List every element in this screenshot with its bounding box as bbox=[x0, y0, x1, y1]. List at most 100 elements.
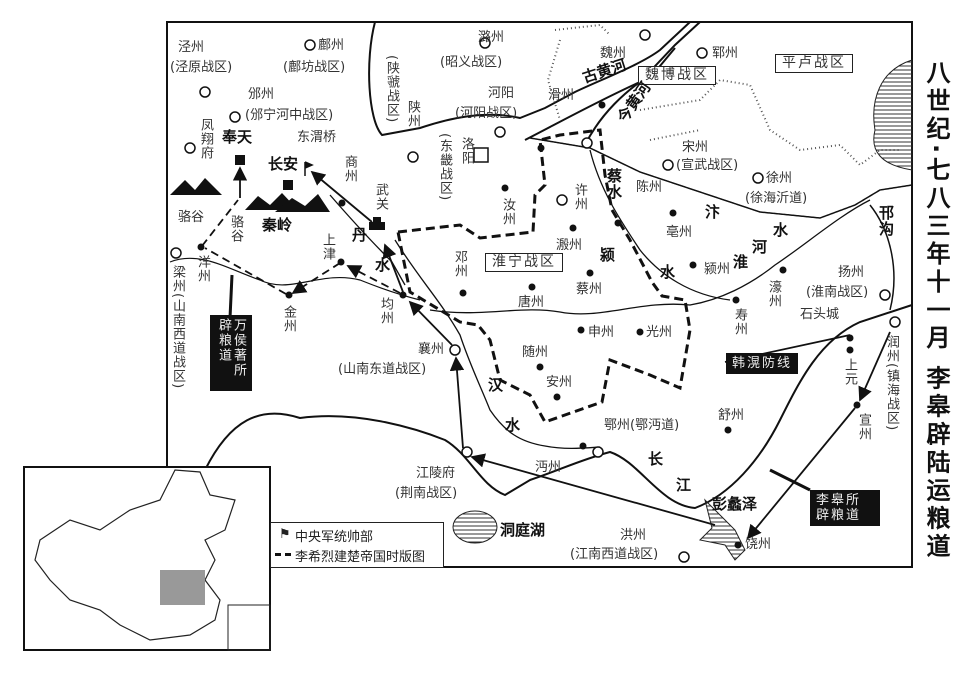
callout-wanhou-route: 万侯著所辟粮道 bbox=[210, 315, 252, 391]
region-box-weibo: 魏博战区 bbox=[638, 66, 716, 85]
label: 邓州 bbox=[452, 250, 467, 278]
label: 扬州 bbox=[838, 265, 865, 280]
huaining-territory-border bbox=[396, 128, 692, 424]
region-box-huaining: 淮宁战区 bbox=[485, 253, 563, 272]
legend: ⚑ 中央军统帅部 李希烈建楚帝国时版图 bbox=[270, 522, 444, 568]
river-label: 颍 bbox=[600, 246, 616, 264]
lake-label: 彭蠡泽 bbox=[712, 495, 758, 513]
label: 饶州 bbox=[745, 537, 772, 552]
river-label: 长 bbox=[648, 450, 664, 468]
river-label: 淮 bbox=[733, 253, 749, 271]
mountain-label: 秦岭 bbox=[262, 216, 293, 234]
region-box-pinglu: 平卢战区 bbox=[775, 54, 853, 73]
ying-river bbox=[589, 149, 731, 301]
han-river bbox=[394, 239, 601, 450]
label: 颍州 bbox=[704, 262, 731, 277]
label: 光州 bbox=[646, 325, 673, 340]
label: (荆南战区) bbox=[395, 486, 458, 501]
label: 陈州 bbox=[636, 180, 663, 195]
label: (鄜坊战区) bbox=[283, 60, 346, 75]
label: 商州 bbox=[342, 155, 357, 183]
routes bbox=[201, 166, 891, 540]
label: (东畿战区) bbox=[437, 133, 452, 202]
label: 邠州 bbox=[248, 87, 275, 102]
dongting-lake bbox=[452, 510, 498, 544]
label: 凤翔府 bbox=[198, 118, 213, 160]
label: 潞州 bbox=[478, 30, 505, 45]
label: 润州(镇海战区) bbox=[884, 335, 899, 432]
city-markers bbox=[197, 101, 861, 549]
label: 石头城 bbox=[800, 307, 840, 322]
label: 汝州 bbox=[500, 198, 515, 226]
label: 上元 bbox=[842, 358, 857, 386]
river-label: 汉 bbox=[488, 376, 504, 394]
label: 宣州 bbox=[856, 413, 871, 441]
label: 鄜州 bbox=[318, 38, 345, 53]
label: (淮南战区) bbox=[806, 285, 869, 300]
mountains-qinling bbox=[170, 178, 330, 212]
map-frame bbox=[166, 21, 913, 568]
river-label: 河 bbox=[752, 238, 768, 256]
label: 唐州 bbox=[518, 295, 545, 310]
label: 宋州 bbox=[682, 140, 709, 155]
label: (陕虢战区) bbox=[384, 55, 399, 124]
bian-river bbox=[529, 137, 913, 219]
label: 许州 bbox=[572, 183, 587, 211]
label: (宣武战区) bbox=[676, 158, 739, 173]
dan-river bbox=[329, 194, 406, 286]
pengli-lake bbox=[698, 498, 746, 561]
label: (泾原战区) bbox=[170, 60, 233, 75]
river-label: 邗沟 bbox=[877, 205, 895, 237]
legend-hq: 中央军统帅部 bbox=[295, 530, 374, 545]
north-border bbox=[368, 21, 691, 137]
label: 溵州 bbox=[556, 238, 583, 253]
dashed-line-icon bbox=[275, 553, 291, 556]
label: 徐州 bbox=[766, 171, 793, 186]
label: 洛阳 bbox=[459, 137, 474, 165]
label: 魏州 bbox=[600, 46, 627, 61]
river-label: 水 bbox=[773, 221, 789, 239]
label: 泾州 bbox=[178, 40, 205, 55]
label: (徐海沂道) bbox=[745, 191, 808, 206]
label: 江陵府 bbox=[416, 466, 456, 481]
label: 濠州 bbox=[766, 280, 781, 308]
label: 沔州 bbox=[535, 460, 562, 475]
label: 骆谷 bbox=[178, 210, 205, 225]
label: (河阳战区) bbox=[455, 106, 518, 121]
label: 鄂州(鄂沔道) bbox=[604, 418, 680, 433]
legend-territory: 李希烈建楚帝国时版图 bbox=[295, 550, 426, 565]
callout-li-gao-route: 李皋所辟粮道 bbox=[810, 490, 880, 526]
label: 金州 bbox=[281, 305, 296, 333]
river-label: 水 bbox=[375, 256, 391, 274]
label: 武关 bbox=[373, 183, 388, 211]
label: 均州 bbox=[378, 297, 393, 325]
label: (邠宁河中战区) bbox=[245, 108, 334, 123]
label: 郓州 bbox=[712, 46, 739, 61]
river-label: 丹 bbox=[352, 226, 368, 244]
flag-icon: ⚑ bbox=[279, 527, 291, 542]
label: 蔡州 bbox=[576, 282, 603, 297]
label: 河阳 bbox=[488, 86, 515, 101]
label: 亳州 bbox=[666, 225, 693, 240]
label: 寿州 bbox=[732, 308, 747, 336]
map-title: 八世纪·七八三年十一月 李皋辟陆运粮道 bbox=[922, 60, 950, 562]
inset-map bbox=[23, 466, 271, 651]
label: 东渭桥 bbox=[297, 130, 337, 145]
label: 梁州(山南西道战区) bbox=[170, 265, 185, 390]
label: 随州 bbox=[522, 345, 549, 360]
label: 舒州 bbox=[718, 408, 745, 423]
label: 长安 bbox=[268, 155, 299, 173]
label: 陕州 bbox=[405, 100, 420, 128]
prefecture-seats bbox=[170, 29, 901, 563]
callout-hanhuang-line: 韩滉防线 bbox=[726, 353, 799, 374]
label: 洪州 bbox=[620, 528, 647, 543]
label: 上津 bbox=[320, 233, 335, 261]
label: 洋州 bbox=[195, 255, 210, 283]
label: (山南东道战区) bbox=[338, 362, 427, 377]
label: (江南西道战区) bbox=[570, 547, 659, 562]
label: 申州 bbox=[588, 325, 615, 340]
label: 襄州 bbox=[418, 342, 445, 357]
river-label: 蔡水 bbox=[605, 168, 623, 200]
